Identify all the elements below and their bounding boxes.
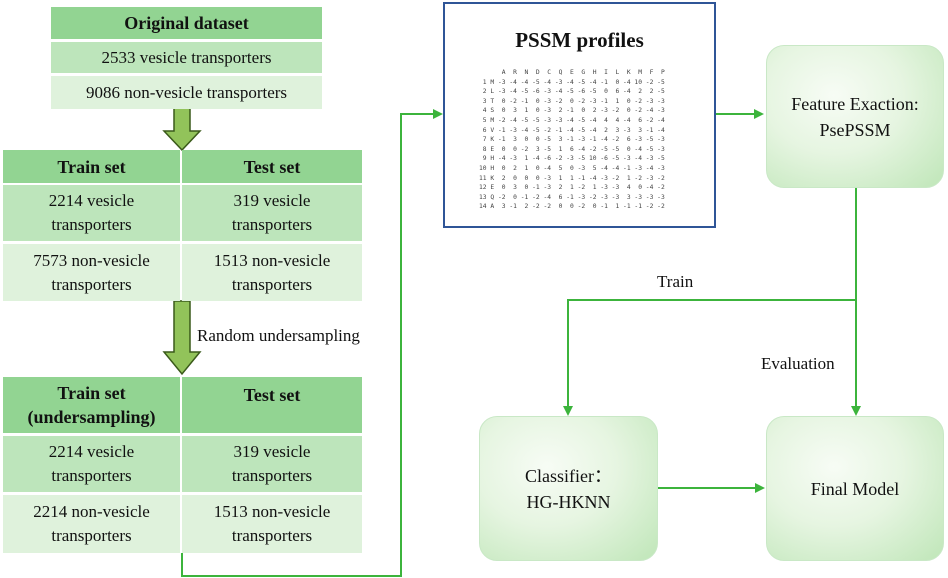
pssm-matrix-row: 1 M -3 -4 -4 -5 -4 -3 -4 -5 -4 -1 0 -4 1… [479, 78, 665, 86]
train-vesicle-cell-2: 2214 vesicle transporters [3, 436, 180, 492]
train-set-undersampling-header: Train set (undersampling) [3, 377, 180, 433]
down-arrow-2 [162, 300, 202, 376]
test-vesicle-cell-2: 319 vesicle transporters [182, 436, 362, 492]
vesicle-count-text: 2533 vesicle transporters [101, 47, 272, 67]
classifier-box: Classifier： HG-HKNN [479, 416, 658, 561]
train-non-vesicle-cell-2: 2214 non-vesicle transporters [3, 495, 180, 553]
pssm-matrix-row: 4 S 0 3 1 0 -3 2 -1 0 2 -3 -2 0 -2 -4 -3 [479, 107, 665, 115]
original-dataset-title: Original dataset [124, 13, 249, 33]
original-dataset-header: Original dataset [51, 7, 322, 39]
pssm-matrix-row: 14 A 3 -1 2 -2 -2 0 0 -2 0 -1 1 -1 -1 -2… [479, 203, 665, 211]
pssm-matrix-header-row: A R N D C Q E G H I L K M F P [479, 69, 665, 76]
pssm-matrix-row: 2 L -3 -4 -5 -6 -3 -4 -5 -6 -5 0 6 -4 2 … [479, 88, 665, 96]
pssm-matrix-row: 7 K -1 3 0 0 -5 3 -1 -3 -1 -4 -2 6 -3 -5… [479, 136, 665, 144]
pssm-profiles-title: PSSM profiles [515, 28, 644, 52]
pssm-matrix-row: 5 M -2 -4 -5 -5 -3 -3 -4 -5 -4 4 4 -4 6 … [479, 116, 665, 124]
pssm-matrix-row: 8 E 0 0 -2 3 -5 1 6 -4 -2 -5 -5 0 -4 -5 … [479, 145, 665, 153]
test-set-header-1: Test set [182, 150, 362, 183]
pssm-matrix-row: 3 T 0 -2 -1 0 -3 -2 0 -2 -3 -1 1 0 -2 -3… [479, 97, 665, 105]
final-model-box: Final Model [766, 416, 944, 561]
train-non-vesicle-cell-1: 7573 non-vesicle transporters [3, 244, 180, 301]
random-undersampling-label: Random undersampling [197, 326, 360, 345]
test-non-vesicle-cell-1: 1513 non-vesicle transporters [182, 244, 362, 301]
pssm-matrix-row: 12 E 0 3 0 -1 -3 2 1 -2 1 -3 -3 4 0 -4 -… [479, 184, 665, 192]
non-vesicle-count-text: 9086 non-vesicle transporters [85, 82, 288, 102]
connector-to-pssm [181, 109, 443, 577]
evaluation-label: Evaluation [761, 354, 835, 373]
feature-extraction-box: Feature Exaction: PsePSSM [766, 45, 944, 188]
pssm-matrix-row: 9 H -4 -3 1 -4 -6 -2 -3 -5 10 -6 -5 -3 -… [479, 155, 665, 163]
connector-feature-to-classifier [563, 299, 856, 416]
test-non-vesicle-cell-2: 1513 non-vesicle transporters [182, 495, 362, 553]
down-arrow-1 [162, 107, 202, 152]
test-vesicle-cell-1: 319 vesicle transporters [182, 185, 362, 241]
train-set-header-1: Train set [3, 150, 180, 183]
train-vesicle-cell-1: 2214 vesicle transporters [3, 185, 180, 241]
train-label: Train [657, 272, 694, 291]
vesicle-count-cell: 2533 vesicle transporters [51, 42, 322, 73]
pssm-profiles-box: PSSM profiles A R N D C Q E G H I L K M … [443, 2, 716, 228]
pssm-matrix-row: 6 V -1 -3 -4 -5 -2 -1 -4 -5 -4 2 3 -3 3 … [479, 126, 665, 134]
test-set-header-2: Test set [182, 377, 362, 433]
non-vesicle-count-cell: 9086 non-vesicle transporters [51, 76, 322, 109]
pssm-matrix-row: 10 H 0 2 1 0 -4 5 0 -3 5 -4 -4 -1 -3 -4 … [479, 164, 665, 172]
pssm-matrix-row: 11 K 2 0 0 0 -3 1 1 -1 -4 -3 -2 1 -2 -3 … [479, 174, 665, 182]
pssm-matrix-row: 13 Q -2 0 -1 -2 -4 6 -1 -3 -2 -3 -3 3 -3… [479, 193, 665, 201]
pssm-matrix: A R N D C Q E G H I L K M F P 1 M -3 -4 … [479, 68, 665, 212]
